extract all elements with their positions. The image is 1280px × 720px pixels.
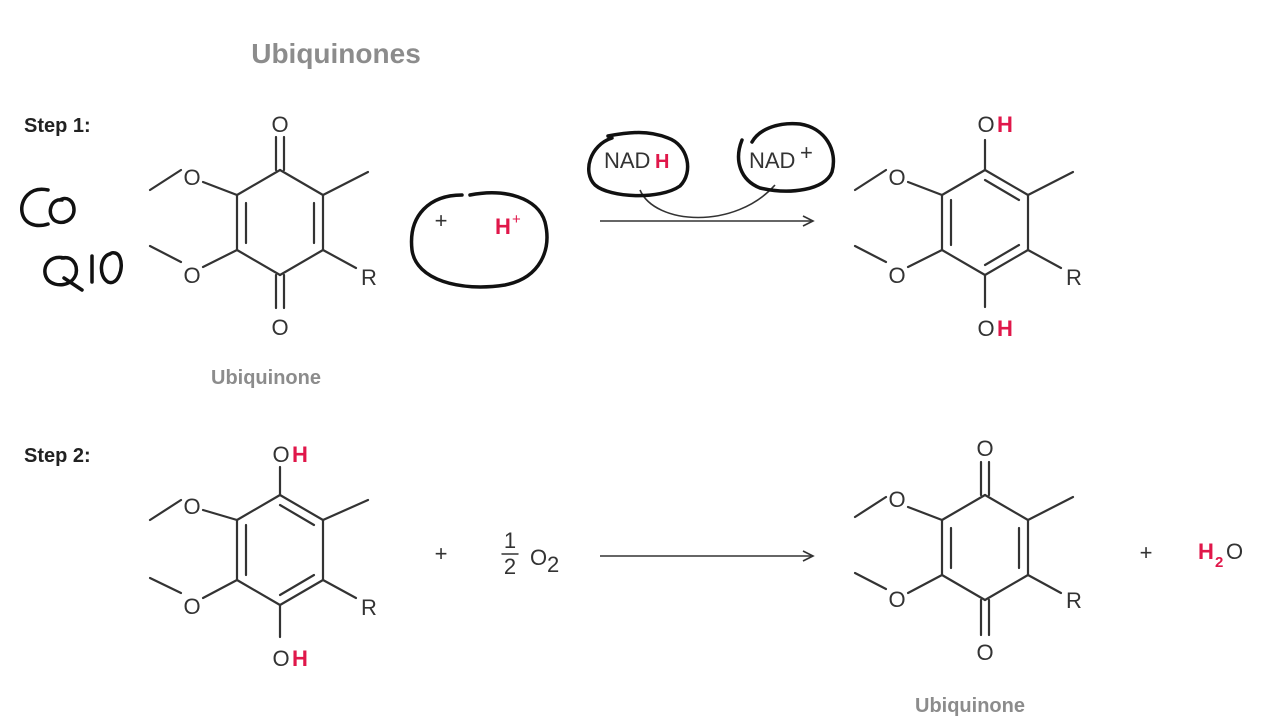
step1-proton-charge: +	[512, 211, 521, 228]
step2-product-methoxy-oxygen-top: O	[888, 487, 905, 512]
handwritten-q	[43, 255, 84, 292]
step1-nad-charge: +	[800, 140, 813, 165]
step2-half-denominator: 2	[504, 554, 516, 579]
step2-product-r-group: R	[1066, 588, 1082, 613]
step2-product-methoxy-oxygen-bottom: O	[888, 587, 905, 612]
water-hydrogen: H	[1198, 539, 1214, 564]
step2-product-ubiquinone: O O O O R	[853, 436, 1082, 665]
step2-half-numerator: 1	[504, 528, 516, 553]
step2-plus: +	[435, 541, 448, 566]
step1-proton-symbol: H	[495, 214, 511, 239]
step2-water: H 2 O	[1198, 539, 1243, 571]
step2-reactant-methoxy-oxygen-bottom: O	[183, 594, 200, 619]
step2-label: Step 2:	[24, 445, 91, 467]
step1-label: Step 1:	[24, 115, 91, 137]
step1-product-hydrogen-top: H	[997, 112, 1013, 137]
handwritten-circle-nadh	[587, 130, 690, 198]
step2-oxygen-symbol: O	[530, 545, 547, 570]
step1-product-r-group: R	[1066, 265, 1082, 290]
step2-arrow-head	[802, 550, 815, 562]
step2-product-oxygen-top: O	[976, 436, 993, 461]
handwritten-0	[99, 251, 123, 285]
step2-reactant-oxygen-top: O	[272, 442, 289, 467]
step2-reactant-ubiquinol: O H O H O O R	[148, 442, 377, 671]
step1-nadh-highlight: H	[655, 151, 669, 173]
step1-reactant-oxygen-top: O	[271, 112, 288, 137]
step1-arrow-head	[802, 215, 815, 227]
water-subscript: 2	[1215, 554, 1223, 571]
step1-product-oxygen-top: O	[977, 112, 994, 137]
step2-oxygen-term: 1 2 O 2	[501, 528, 559, 579]
step1-reactant-name: Ubiquinone	[211, 367, 321, 389]
step1-product-ubiquinol: O H O H O O R	[853, 112, 1082, 341]
handwritten-coq10	[20, 187, 123, 292]
step1-product-methoxy-oxygen-top: O	[888, 165, 905, 190]
step1-reactant-r-group: R	[361, 265, 377, 290]
handwritten-o	[48, 196, 76, 225]
water-oxygen: O	[1226, 539, 1243, 564]
step1-product-hydrogen-bottom: H	[997, 316, 1013, 341]
step1-product-methoxy-oxygen-bottom: O	[888, 263, 905, 288]
step1-product-oxygen-bottom: O	[977, 316, 994, 341]
step2-reactant-hydrogen-top: H	[292, 442, 308, 467]
step2-oxygen-subscript: 2	[547, 552, 559, 577]
handwritten-c	[20, 187, 50, 228]
handwritten-circle-nad	[736, 121, 836, 193]
step1-plus: +	[435, 208, 448, 233]
handwritten-circle-proton	[409, 191, 549, 289]
step1-nadh-base: NAD	[604, 148, 650, 173]
step2-product-oxygen-bottom: O	[976, 640, 993, 665]
step1-reactant-ubiquinone: O O O O R	[148, 112, 377, 340]
step1-reactant-methoxy-oxygen-bottom: O	[183, 263, 200, 288]
title: Ubiquinones	[251, 38, 421, 69]
step1-reactant-methoxy-oxygen-top: O	[183, 165, 200, 190]
step1-reactant-oxygen-bottom: O	[271, 315, 288, 340]
step2-reactant-r-group: R	[361, 595, 377, 620]
step2-product-name: Ubiquinone	[915, 695, 1025, 717]
step2-reactant-oxygen-bottom: O	[272, 646, 289, 671]
step1-nad-base: NAD	[749, 148, 795, 173]
step2-plus-water: +	[1140, 540, 1153, 565]
step2-reactant-hydrogen-bottom: H	[292, 646, 308, 671]
step1-cofactor-curve	[639, 184, 776, 219]
step2-reactant-methoxy-oxygen-top: O	[183, 494, 200, 519]
